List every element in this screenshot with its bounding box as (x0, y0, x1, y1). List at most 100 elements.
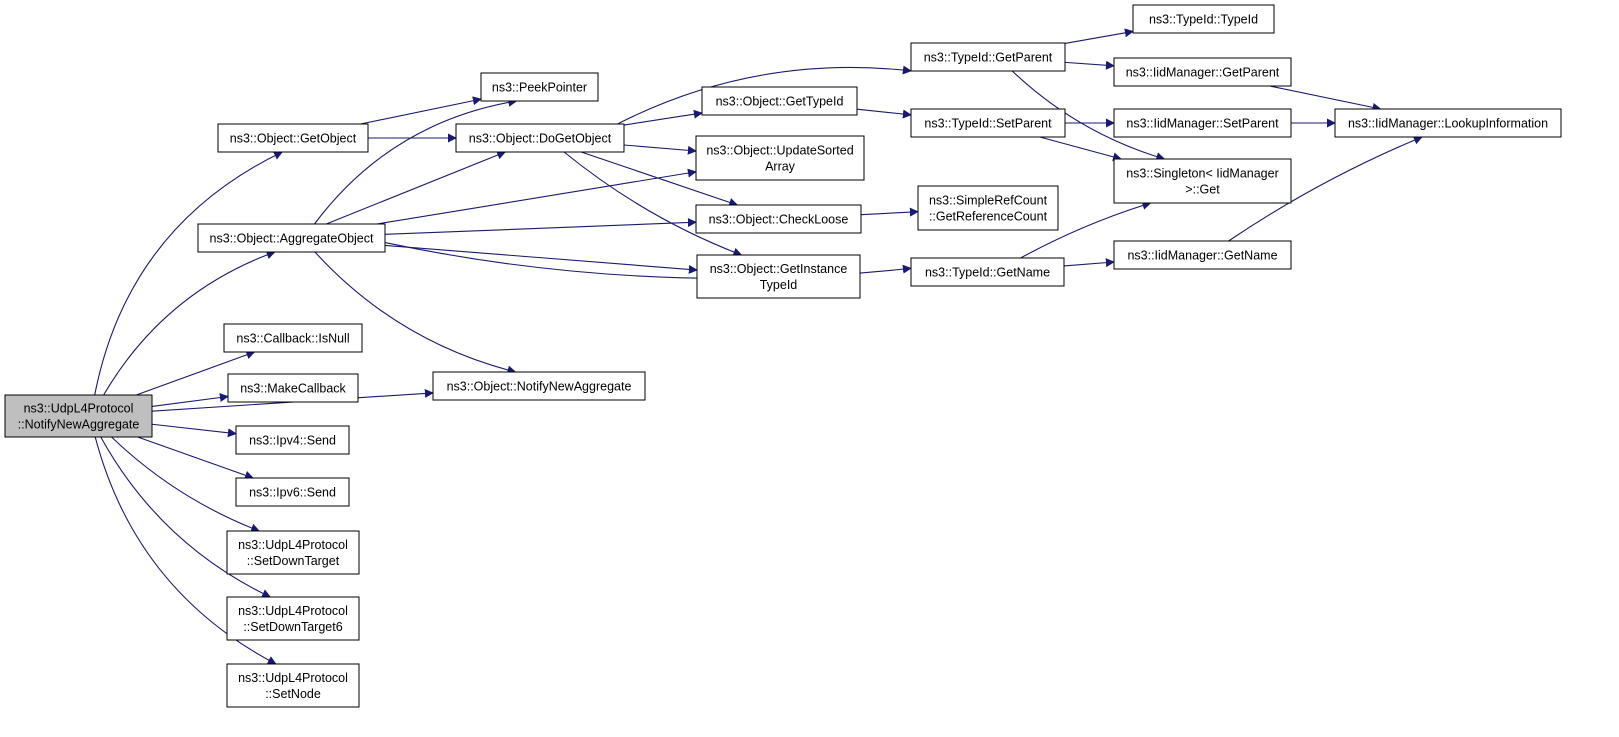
node-aggregate[interactable]: ns3::Object::AggregateObject (197, 223, 386, 253)
node-lookup-label-line-0: ns3::IidManager::LookupInformation (1348, 117, 1548, 131)
node-ipv4send-label-line-0: ns3::Ipv4::Send (249, 434, 336, 448)
node-tgetparent-label-line-0: ns3::TypeId::GetParent (924, 51, 1053, 65)
node-isetparent-box (1113, 108, 1292, 138)
edge-dogetobject-to-gettypeid (623, 109, 703, 126)
node-makecallback[interactable]: ns3::MakeCallback (227, 373, 359, 403)
node-setdowntarget-label-line-1: ::SetDownTarget (247, 554, 340, 568)
node-notifynew[interactable]: ns3::Object::NotifyNewAggregate (432, 371, 646, 401)
node-dogetobject-box (455, 123, 625, 153)
edge-checkloose-to-simpleref (860, 207, 919, 217)
node-gettypeid-box (701, 86, 858, 116)
edge-igetname-to-lookup (1228, 135, 1423, 242)
node-updatesorted-label-line-0: ns3::Object::UpdateSorted (706, 144, 853, 158)
edge-root-to-makecallback (151, 393, 229, 407)
node-updatesorted-label-line-1: Array (765, 160, 796, 174)
node-isnull[interactable]: ns3::Callback::IsNull (223, 323, 363, 353)
node-setdowntarget-label-line-0: ns3::UdpL4Protocol (238, 538, 348, 552)
node-isetparent-label-line-0: ns3::IidManager::SetParent (1126, 117, 1279, 131)
edge-aggregate-to-updatesorted (376, 168, 697, 225)
node-layer: ns3::UdpL4Protocol::NotifyNewAggregatens… (4, 4, 1562, 708)
node-setnode-label-line-1: ::SetNode (265, 687, 321, 701)
node-dogetobject[interactable]: ns3::Object::DoGetObject (455, 123, 625, 153)
node-getinstance-box (696, 254, 861, 299)
node-root[interactable]: ns3::UdpL4Protocol::NotifyNewAggregate (4, 394, 153, 438)
edge-root-to-ipv6send (137, 436, 254, 480)
node-setdowntarget[interactable]: ns3::UdpL4Protocol::SetDownTarget (226, 530, 360, 575)
node-ttypeid-box (1132, 4, 1275, 34)
node-gettypeid[interactable]: ns3::Object::GetTypeId (701, 86, 858, 116)
edge-tgetname-to-singleton (1020, 201, 1152, 259)
node-getinstance-label-line-0: ns3::Object::GetInstance (710, 262, 848, 276)
node-checkloose-box (695, 204, 862, 234)
node-simpleref[interactable]: ns3::SimpleRefCount::GetReferenceCount (917, 185, 1059, 231)
node-getobject[interactable]: ns3::Object::GetObject (217, 123, 369, 153)
node-tgetname-label-line-0: ns3::TypeId::GetName (925, 266, 1050, 280)
edge-igetparent-to-lookup (1269, 85, 1382, 112)
edge-tgetname-to-igetname (1063, 258, 1115, 268)
edge-dogetobject-to-checkloose (581, 151, 739, 207)
edge-layer (94, 28, 1423, 665)
node-igetname-label-line-0: ns3::IidManager::GetName (1127, 249, 1277, 263)
node-checkloose[interactable]: ns3::Object::CheckLoose (695, 204, 862, 234)
node-updatesorted-box (695, 135, 865, 181)
node-root-label-line-1: ::NotifyNewAggregate (18, 418, 140, 432)
node-ttypeid-label-line-0: ns3::TypeId::TypeId (1149, 13, 1258, 27)
node-peekpointer[interactable]: ns3::PeekPointer (480, 72, 599, 102)
node-ipv6send[interactable]: ns3::Ipv6::Send (235, 477, 350, 507)
edge-tsetparent-to-singleton (1039, 136, 1123, 162)
node-getinstance-label-line-1: TypeId (760, 278, 798, 292)
node-root-label-line-0: ns3::UdpL4Protocol (24, 402, 134, 416)
node-ttypeid[interactable]: ns3::TypeId::TypeId (1132, 4, 1275, 34)
node-tgetparent-box (910, 42, 1066, 72)
edge-tgetparent-to-singleton (1011, 70, 1166, 162)
node-singleton-box (1113, 158, 1292, 204)
edge-aggregate-to-dogetobject (326, 150, 507, 225)
node-singleton-label-line-1: >::Get (1185, 183, 1220, 197)
node-singleton-label-line-0: ns3::Singleton< IidManager (1126, 167, 1279, 181)
edge-tgetparent-to-igetparent (1064, 60, 1115, 70)
edge-gettypeid-to-tsetparent (856, 108, 912, 119)
node-tgetname[interactable]: ns3::TypeId::GetName (910, 257, 1065, 287)
node-lookup[interactable]: ns3::IidManager::LookupInformation (1334, 108, 1562, 138)
node-simpleref-label-line-0: ns3::SimpleRefCount (929, 194, 1048, 208)
node-isnull-label-line-0: ns3::Callback::IsNull (236, 332, 349, 346)
node-tsetparent[interactable]: ns3::TypeId::SetParent (910, 108, 1066, 138)
node-makecallback-label-line-0: ns3::MakeCallback (240, 382, 346, 396)
node-ipv4send[interactable]: ns3::Ipv4::Send (235, 425, 350, 455)
edge-dogetobject-to-getinstance (563, 151, 743, 257)
edge-dogetobject-to-updatesorted (623, 144, 697, 155)
node-setdowntarget6-box (226, 596, 360, 641)
node-isnull-box (223, 323, 363, 353)
node-igetparent[interactable]: ns3::IidManager::GetParent (1113, 57, 1292, 87)
node-setdowntarget6-label-line-0: ns3::UdpL4Protocol (238, 604, 348, 618)
node-notifynew-label-line-0: ns3::Object::NotifyNewAggregate (447, 380, 632, 394)
edge-root-to-setdowntarget6 (100, 436, 272, 598)
node-lookup-box (1334, 108, 1562, 138)
edge-aggregate-to-notifynew (314, 251, 517, 375)
node-getobject-box (217, 123, 369, 153)
node-singleton[interactable]: ns3::Singleton< IidManager>::Get (1113, 158, 1292, 204)
node-root-box (4, 394, 153, 438)
edge-root-to-setnode (94, 436, 277, 665)
edge-aggregate-to-getinstance (384, 244, 698, 274)
node-getobject-label-line-0: ns3::Object::GetObject (230, 132, 357, 146)
node-ipv6send-label-line-0: ns3::Ipv6::Send (249, 486, 336, 500)
node-simpleref-box (917, 185, 1059, 231)
node-peekpointer-box (480, 72, 599, 102)
node-setnode-label-line-0: ns3::UdpL4Protocol (238, 671, 348, 685)
node-simpleref-label-line-1: ::GetReferenceCount (929, 210, 1048, 224)
node-tgetparent[interactable]: ns3::TypeId::GetParent (910, 42, 1066, 72)
node-igetparent-box (1113, 57, 1292, 87)
node-setnode[interactable]: ns3::UdpL4Protocol::SetNode (226, 663, 360, 708)
node-ipv6send-box (235, 477, 350, 507)
node-isetparent[interactable]: ns3::IidManager::SetParent (1113, 108, 1292, 138)
node-igetname[interactable]: ns3::IidManager::GetName (1113, 240, 1292, 270)
node-ipv4send-box (235, 425, 350, 455)
node-aggregate-label-line-0: ns3::Object::AggregateObject (210, 232, 375, 246)
node-setdowntarget6[interactable]: ns3::UdpL4Protocol::SetDownTarget6 (226, 596, 360, 641)
edge-dogetobject-to-tgetparent (617, 65, 912, 125)
edge-root-to-setdowntarget (111, 436, 261, 533)
